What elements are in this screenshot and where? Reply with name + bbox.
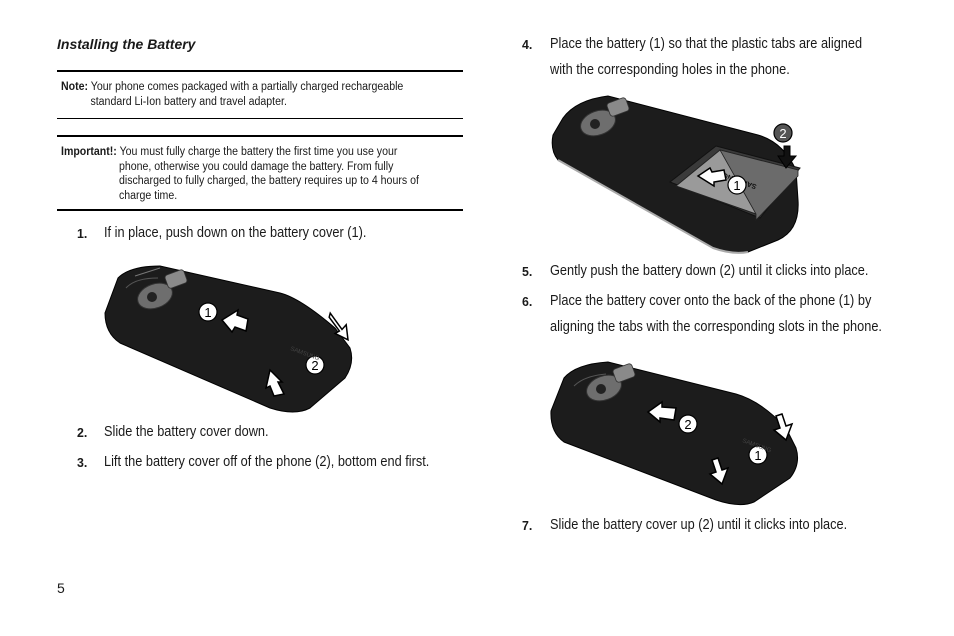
flash-icon [164, 269, 188, 289]
step-text: Slide the battery cover up (2) until it … [550, 517, 848, 533]
step-text-line-1: Place the battery (1) so that the plasti… [550, 36, 863, 52]
important-line-4: charge time. [118, 189, 178, 202]
battery-insert-arrow-icon [696, 166, 727, 188]
note-label: Note: [61, 81, 89, 93]
step-text: Gently push the battery down (2) until i… [550, 263, 869, 279]
svg-text:2: 2 [684, 417, 691, 432]
page-number: 5 [57, 580, 65, 596]
callout-1: 1 [748, 445, 768, 465]
callout-2: 2 [773, 123, 793, 143]
push-down-arrow-icon [777, 145, 798, 169]
step-number: 1. [77, 226, 88, 241]
flash-icon [606, 97, 630, 117]
press-down-arrow-icon [708, 457, 730, 486]
svg-text:1: 1 [733, 178, 740, 193]
lift-arrow-icon [264, 368, 286, 397]
step-number: 5. [522, 264, 533, 279]
section-title: Installing the Battery [57, 36, 196, 52]
svg-text:2: 2 [311, 358, 318, 373]
step-text-line-2: aligning the tabs with the corresponding… [550, 319, 882, 335]
important-line-1: You must fully charge the battery the fi… [119, 146, 398, 158]
slide-down-arrow-icon [220, 308, 249, 334]
figure-insert-battery: SAMSUNG 1 2 [551, 95, 801, 254]
callout-2: 2 [305, 355, 325, 375]
step-text: Slide the battery cover down. [104, 424, 269, 440]
important-line-2: phone, otherwise you could damage the ba… [118, 160, 394, 173]
important-top-rule [57, 135, 463, 137]
step-text-line-1: Place the battery cover onto the back of… [550, 293, 872, 309]
note-line-1: Your phone comes packaged with a partial… [90, 81, 404, 93]
step-number: 3. [77, 455, 88, 470]
slide-up-arrow-icon [646, 400, 677, 424]
step-number: 7. [522, 518, 533, 533]
step-number: 6. [522, 294, 533, 309]
note-line-2: standard Li-Ion battery and travel adapt… [90, 95, 287, 108]
callout-2: 2 [678, 414, 698, 434]
svg-text:2: 2 [779, 126, 786, 141]
step-number: 2. [77, 425, 88, 440]
important-label: Important!: [61, 146, 117, 158]
important-box: Important!: You must fully charge the ba… [61, 145, 466, 203]
svg-text:1: 1 [754, 448, 761, 463]
important-bottom-rule [57, 209, 463, 211]
callout-1: 1 [198, 302, 218, 322]
note-box: Note: Your phone comes packaged with a p… [61, 80, 466, 109]
flash-icon [612, 363, 636, 383]
step-number: 4. [522, 37, 533, 52]
figure-replace-cover: 2 1 SAMSUNG [550, 361, 798, 506]
note-top-rule [57, 70, 463, 72]
step-text: If in place, push down on the battery co… [104, 225, 367, 241]
step-text: Lift the battery cover off of the phone … [104, 454, 430, 470]
lift-arrow-icon [328, 311, 349, 342]
note-bottom-rule [57, 118, 463, 119]
press-down-arrow-icon [772, 413, 794, 442]
important-line-3: discharged to fully charged, the battery… [118, 175, 419, 187]
callout-1: 1 [727, 175, 747, 195]
svg-text:1: 1 [204, 305, 211, 320]
step-text-line-2: with the corresponding holes in the phon… [550, 62, 790, 78]
figure-remove-cover: 1 2 SAMSUNG [104, 265, 353, 413]
